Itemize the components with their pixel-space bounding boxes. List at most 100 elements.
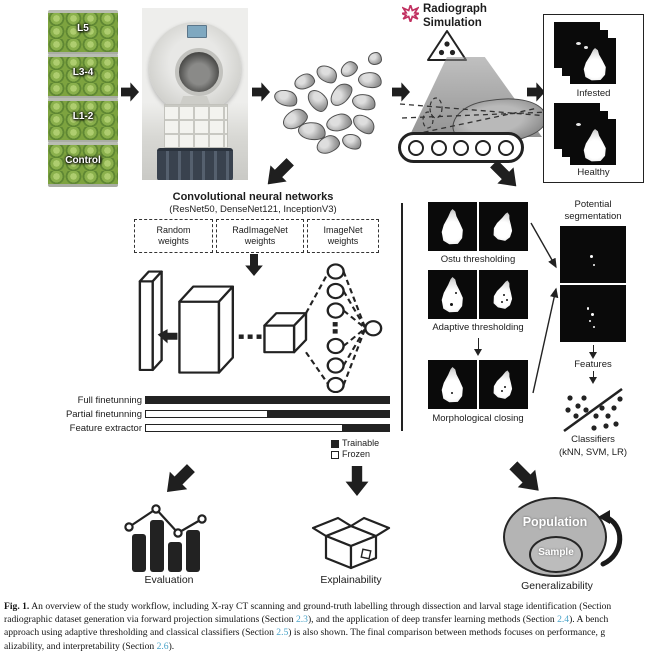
ct-crate (157, 148, 233, 180)
roller-icon (408, 139, 425, 156)
ct-bore (175, 48, 223, 96)
explainability-label: Explainability (320, 574, 382, 586)
infested-image-stack (554, 22, 616, 84)
population-circle: Population Sample (503, 497, 607, 577)
segmentation-image-top (560, 226, 626, 283)
seed-blob (339, 130, 365, 153)
segmentation-label-line1: Potential (574, 199, 612, 210)
arrow-down-icon (589, 371, 597, 384)
figure-number: Fig. 1. (4, 601, 30, 612)
legend-frozen-label: Frozen (342, 449, 371, 459)
roller-icon (430, 139, 447, 156)
caption-line-2: radiographic dataset generation via forw… (4, 613, 655, 626)
caption-text: ), and the application of deep transfer … (307, 614, 558, 626)
caption-line-1: Fig. 1. An overview of the study workflo… (4, 600, 655, 613)
sparkle-icon (402, 5, 419, 22)
adaptive-image-right (479, 270, 528, 319)
cnn-title: Convolutional neural networks (172, 191, 334, 203)
sample-photos-column: L5 L3-4 L1-2 Control (48, 10, 118, 187)
classifiers-sub-label: (kNN, SVM, LR) (558, 447, 628, 458)
weights-box-label: weights (244, 236, 276, 246)
caption-text: An overview of the study workflow, inclu… (29, 601, 612, 612)
adaptive-label: Adaptive thresholding (432, 322, 524, 333)
bar-full-finetuning (145, 396, 390, 404)
radiograph-examples-box: Infested Healthy (543, 14, 644, 183)
sample-photo-l34: L3-4 (48, 54, 118, 99)
sample-label: L1-2 (72, 111, 94, 122)
transfer-arrow-icon (157, 329, 178, 344)
seed-blob (356, 70, 384, 90)
roller-icon (475, 139, 492, 156)
features-label: Features (574, 359, 612, 370)
healthy-image-stack (554, 103, 616, 165)
caption-text: ). (168, 640, 175, 652)
arrow-down-left-icon (258, 152, 299, 193)
sample-label: Control (65, 155, 101, 166)
radiograph-title-line1: Radiograph (423, 3, 487, 15)
caption-text: approach using adaptive thresholding and… (4, 627, 277, 639)
ostu-image-left (428, 202, 477, 251)
weights-box-label: ImageNet (323, 225, 363, 235)
seed-blob (292, 71, 317, 92)
seed-blob (324, 111, 354, 134)
morph-image-right (479, 360, 528, 409)
sample-label: L3-4 (72, 67, 94, 78)
morph-image-left (428, 360, 477, 409)
section-link-2-4[interactable]: 2.4 (557, 614, 570, 626)
arrow-down-icon (474, 338, 482, 356)
weights-box-radimagenet: RadImageNet weights (216, 219, 304, 253)
cnn-architecture-diagram (138, 263, 383, 393)
morph-label: Morphological closing (432, 413, 524, 424)
projection-lines (399, 97, 551, 137)
roller-icon (452, 139, 469, 156)
ostu-image-right (479, 202, 528, 251)
cnn-subtitle: (ResNet50, DenseNet121, InceptionV3) (169, 204, 337, 215)
section-link-2-5[interactable]: 2.5 (276, 627, 289, 639)
xray-image (570, 119, 616, 165)
population-label: Population (522, 515, 588, 529)
caption-line-4: alizability, and interpretability (Secti… (4, 640, 655, 653)
adaptive-image-left (428, 270, 477, 319)
caption-text: ). A bench (569, 614, 609, 626)
bar-legend: Trainable Frozen (331, 438, 379, 460)
weights-box-label: weights (158, 236, 189, 246)
sample-circle: Sample (529, 536, 583, 573)
seed-blob (368, 52, 382, 65)
caption-text: ) is also shown. The final comparison be… (288, 627, 606, 639)
seed-blob (304, 85, 332, 116)
ct-sample-tray (164, 104, 228, 148)
segmentation-label-line2: segmentation (564, 210, 622, 222)
arrow-right-icon (121, 82, 139, 102)
caption-text: radiographic dataset generation via forw… (4, 614, 296, 626)
radiograph-title-line2: Simulation (423, 17, 482, 29)
ct-scanner-photo (142, 8, 248, 180)
caption-line-3: approach using adaptive thresholding and… (4, 626, 655, 639)
sample-photo-control: Control (48, 142, 118, 187)
xray-image (570, 38, 616, 84)
ct-screen (187, 25, 207, 38)
roller-icon (497, 139, 514, 156)
classifier-scatter-icon (563, 387, 623, 433)
section-link-2-3[interactable]: 2.3 (295, 614, 308, 626)
sample-label: Sample (538, 547, 574, 558)
arrow-down-icon (344, 466, 370, 496)
sample-label: L5 (77, 23, 89, 34)
section-link-2-6[interactable]: 2.6 (156, 640, 169, 652)
conveyor-belt (398, 132, 524, 163)
seed-blob (337, 58, 361, 80)
ostu-label: Ostu thresholding (440, 254, 516, 265)
ct-3d-seeds (268, 52, 392, 157)
bar-feature-extractor (145, 424, 390, 432)
bar-partial-finetuning (145, 410, 390, 418)
weights-box-random: Random weights (134, 219, 213, 253)
section-divider (401, 203, 403, 431)
bar-label-partial-finetuning: Partial finetunning (65, 409, 142, 420)
healthy-label: Healthy (577, 167, 610, 178)
segmentation-image-bottom (560, 285, 626, 342)
classifiers-label: Classifiers (571, 434, 615, 445)
sample-photo-l12: L1-2 (48, 98, 118, 143)
arrow-down-right-icon (503, 455, 548, 500)
weights-box-label: RadImageNet (232, 225, 288, 235)
infested-label: Infested (576, 88, 611, 99)
